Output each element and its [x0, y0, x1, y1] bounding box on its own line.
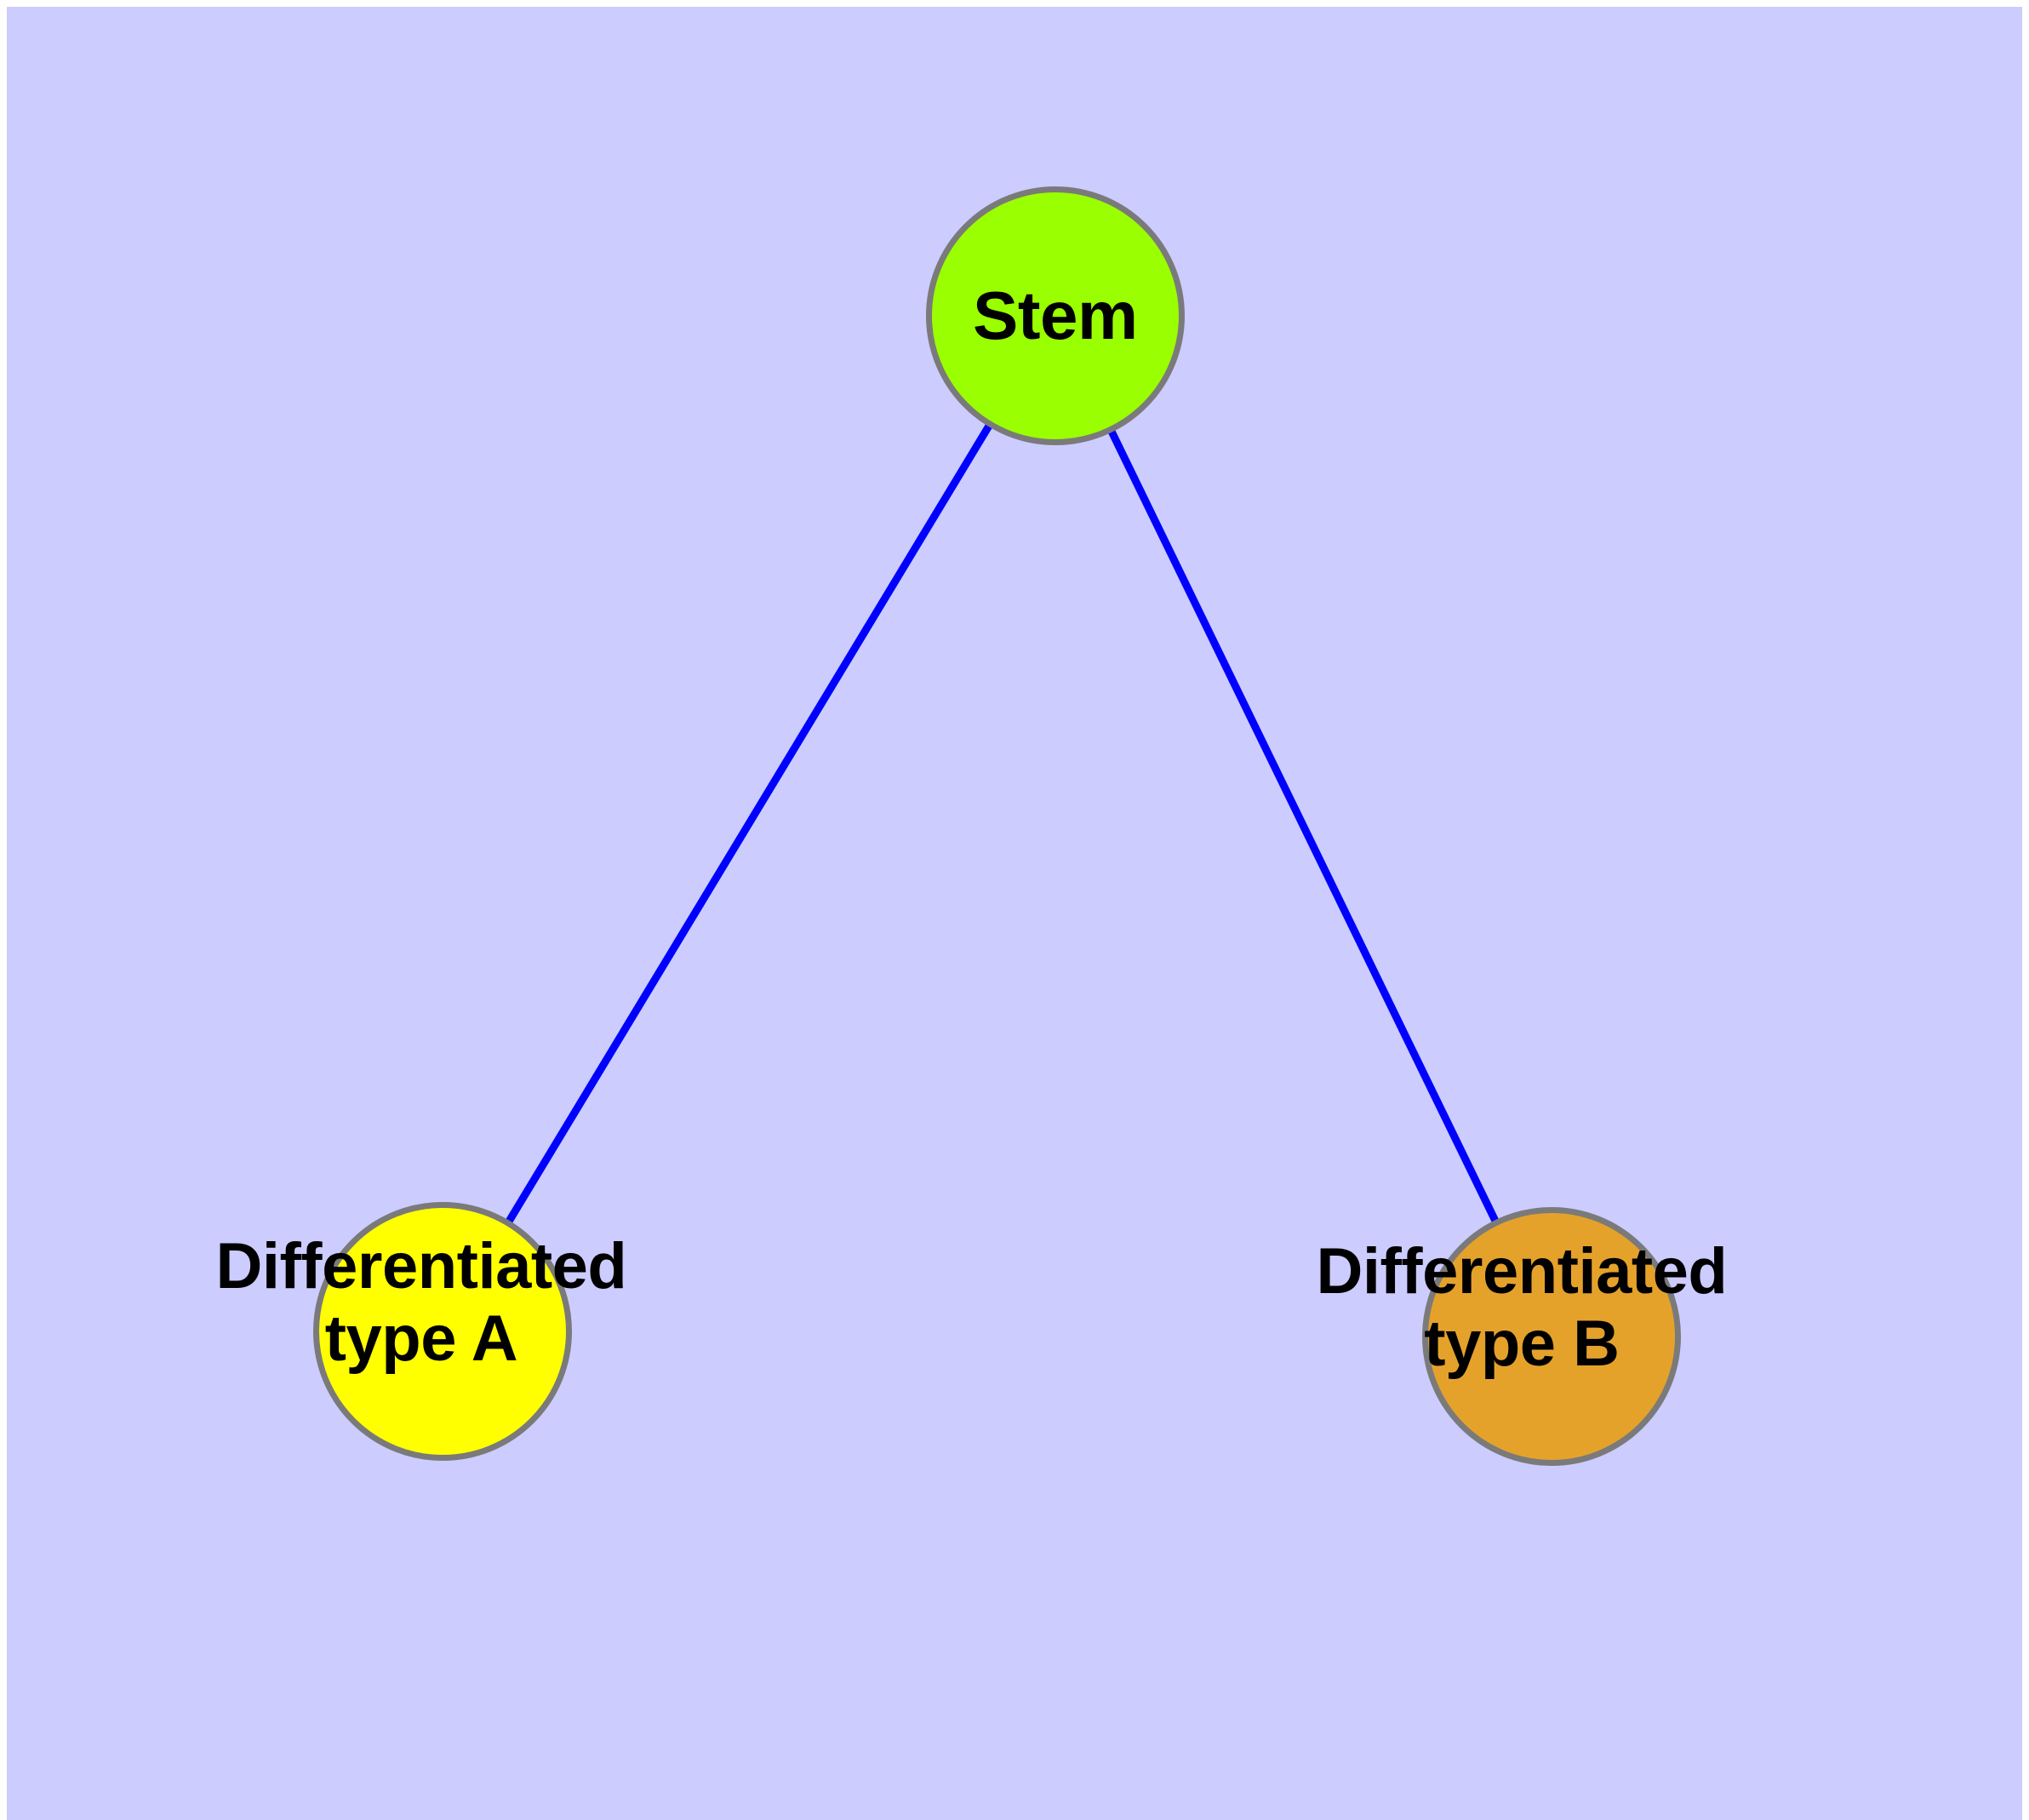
nodes-layer — [313, 186, 1681, 1466]
graph-svg — [313, 186, 1681, 1466]
graph-edge[interactable] — [439, 313, 1059, 1334]
graph-edge[interactable] — [1051, 314, 1556, 1338]
graph-node-diff_b[interactable] — [1422, 1207, 1681, 1466]
graph-node-stem[interactable] — [926, 186, 1185, 445]
graph-node-diff_a[interactable] — [313, 1202, 572, 1461]
edges-layer — [439, 313, 1556, 1338]
